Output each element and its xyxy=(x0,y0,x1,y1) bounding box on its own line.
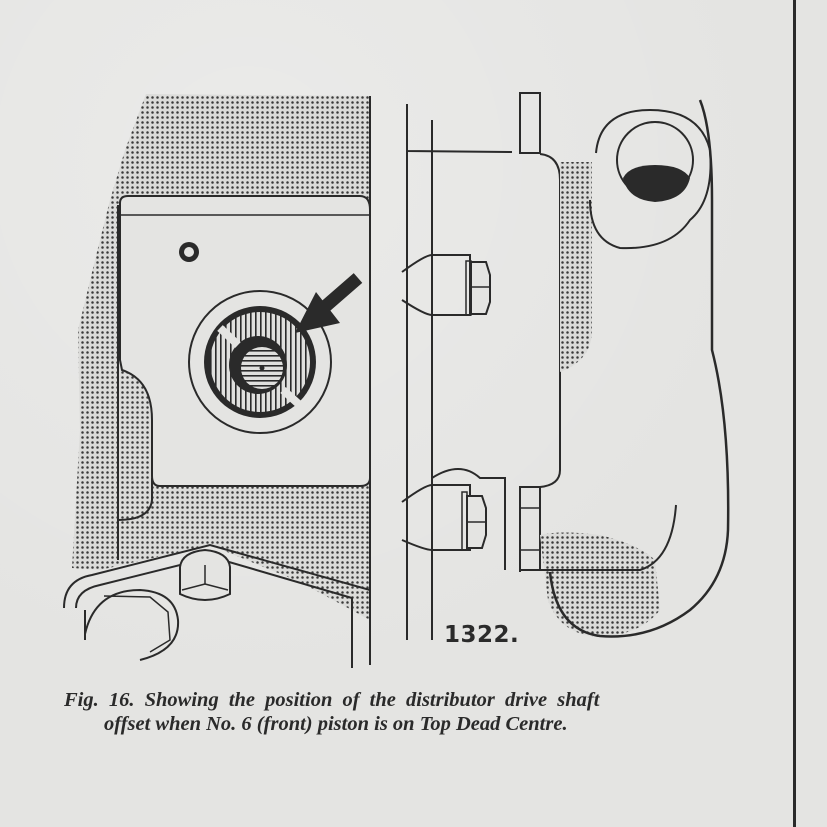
securing-nut-lower xyxy=(461,486,541,571)
oil-pump-body xyxy=(540,99,730,638)
technical-illustration xyxy=(63,92,730,668)
figure-caption: Fig. 16. Showing the position of the dis… xyxy=(60,688,760,736)
cap-nut xyxy=(179,548,231,601)
caption-line-2: offset when No. 6 (front) piston is on T… xyxy=(104,713,568,735)
column-divider xyxy=(793,0,796,827)
securing-nut-upper xyxy=(465,260,491,316)
distributor-drive-shaft-bore xyxy=(188,290,332,434)
indicator-arrow xyxy=(295,273,363,333)
offset-slot-drive xyxy=(217,325,306,411)
caption-line-1: Fig. 16. Showing the position of the dis… xyxy=(64,689,600,711)
drive-housing xyxy=(401,92,561,640)
location-pin-hole xyxy=(179,242,199,262)
figure-number: 1322. xyxy=(444,622,520,648)
